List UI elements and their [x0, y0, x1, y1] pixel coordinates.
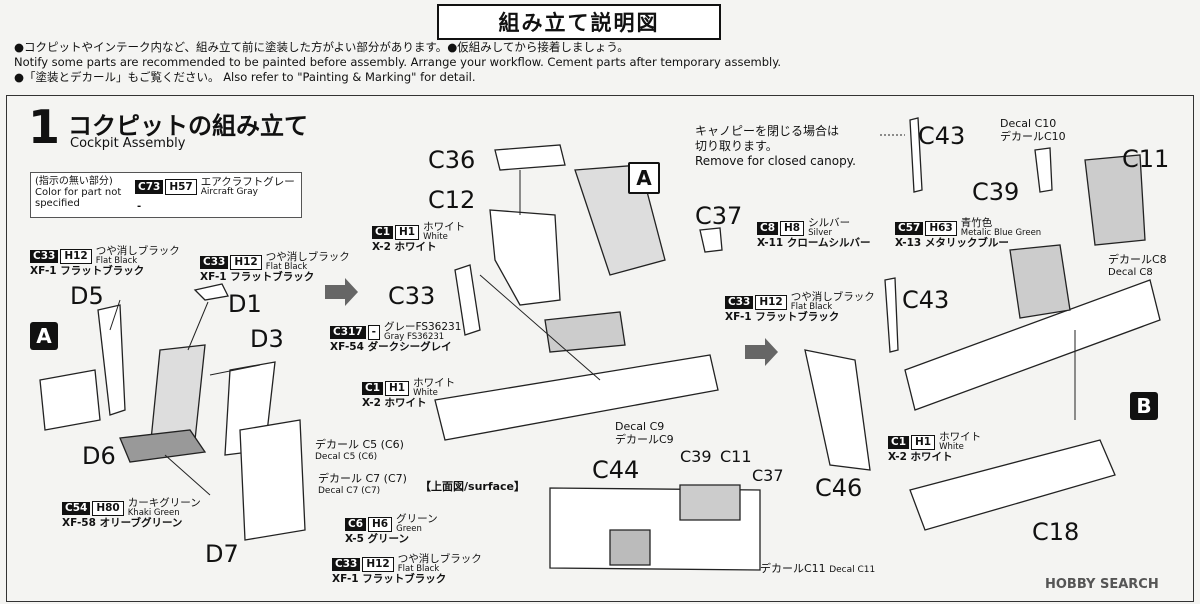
- legend-en1: Color for part not: [35, 187, 122, 198]
- part-d6: [119, 429, 207, 463]
- step-title-jp: コクピットの組み立て: [68, 112, 308, 140]
- part-label: C33: [388, 282, 436, 310]
- part-c43-top: [909, 117, 923, 193]
- legend-en2: specified: [35, 198, 80, 209]
- hobby-code: H57: [165, 179, 197, 195]
- part-console: [544, 311, 626, 353]
- part-label: D1: [228, 290, 262, 318]
- flow-arrow: [745, 338, 778, 366]
- part-c33: [454, 264, 481, 336]
- part-c36: [494, 144, 566, 171]
- part-label: C11: [720, 447, 752, 466]
- part-label: C44: [592, 456, 640, 484]
- part-c46: [804, 349, 871, 471]
- watermark: HOBBY SEARCH: [1045, 577, 1159, 592]
- leader-line: [209, 364, 261, 376]
- color-name-jp: エアクラフトグレー: [200, 176, 295, 188]
- decal-note: デカール C5 (C6) Decal C5 (C6): [315, 438, 404, 462]
- flow-arrow: [325, 278, 358, 306]
- step-number: 1: [28, 100, 61, 154]
- part-label: C43: [918, 122, 966, 150]
- page-title: 組み立て説明図: [437, 4, 721, 40]
- part-label: C18: [1032, 518, 1080, 546]
- paint-dash: -: [137, 201, 142, 212]
- color-name-en: Aircraft Gray: [200, 187, 258, 197]
- part-label: D6: [82, 442, 116, 470]
- part-label: C43: [902, 286, 950, 314]
- part-c43: [884, 277, 899, 353]
- decal-note: デカールC8 Decal C8: [1108, 253, 1167, 278]
- part-label: C39: [972, 178, 1020, 206]
- part-c18: [909, 439, 1116, 531]
- part-label: D7: [205, 540, 239, 568]
- part-label: D3: [250, 325, 284, 353]
- color-code: C73: [135, 180, 164, 194]
- subassembly-letter: B: [1130, 392, 1158, 420]
- subassembly-letter: A: [30, 322, 58, 350]
- legend-jp: (指示の無い部分): [35, 176, 113, 187]
- part-label: C37: [695, 202, 743, 230]
- leader-line: [164, 454, 211, 496]
- part-label: C39: [680, 447, 712, 466]
- surface-label: 【上面図/surface】: [420, 480, 526, 493]
- part-c37: [699, 227, 723, 253]
- leader-line: [479, 274, 601, 381]
- part-label: C36: [428, 146, 476, 174]
- default-color-legend: (指示の無い部分) Color for part not specified C…: [30, 172, 302, 218]
- decal-note: デカール C7 (C7) Decal C7 (C7): [318, 472, 407, 496]
- surface-panel: [609, 529, 651, 566]
- part-d5: [97, 304, 126, 416]
- decal-note: デカールC11 Decal C11: [760, 562, 876, 575]
- part-label: C37: [752, 466, 784, 485]
- part-c12: [489, 209, 561, 306]
- decal-note: Decal C9 デカールC9: [615, 420, 674, 446]
- surface-panel-c11: [679, 484, 741, 521]
- notes: ●コクピットやインテーク内など、組み立て前に塗装した方がよい部分があります。●仮…: [14, 40, 781, 85]
- subassembly-letter: A: [628, 162, 660, 194]
- part-back-plate: [39, 369, 101, 431]
- part-label: D5: [70, 282, 104, 310]
- part-tub-center: [434, 354, 719, 441]
- part-label: C12: [428, 186, 476, 214]
- part-d7: [239, 419, 306, 541]
- note-line: ●「塗装とデカール」もご覧ください。 Also refer to "Painti…: [14, 70, 476, 84]
- leader-line: [109, 299, 121, 331]
- part-c39: [1034, 147, 1053, 193]
- canopy-note: キャノピーを閉じる場合は 切り取ります。 Remove for closed c…: [695, 124, 856, 168]
- part-label: C46: [815, 474, 863, 502]
- part-label: C11: [1122, 145, 1170, 173]
- part-d1: [193, 283, 229, 301]
- note-line: ●コクピットやインテーク内など、組み立て前に塗装した方がよい部分があります。●仮…: [14, 40, 629, 54]
- part-seat-b: [1009, 244, 1071, 319]
- step-title-en: Cockpit Assembly: [70, 136, 186, 151]
- leader-line: [187, 301, 209, 351]
- step-frame: [6, 95, 1194, 602]
- part-c11: [1084, 154, 1146, 246]
- note-line: Notify some parts are recommended to be …: [14, 55, 782, 69]
- decal-note: Decal C10 デカールC10: [1000, 117, 1066, 143]
